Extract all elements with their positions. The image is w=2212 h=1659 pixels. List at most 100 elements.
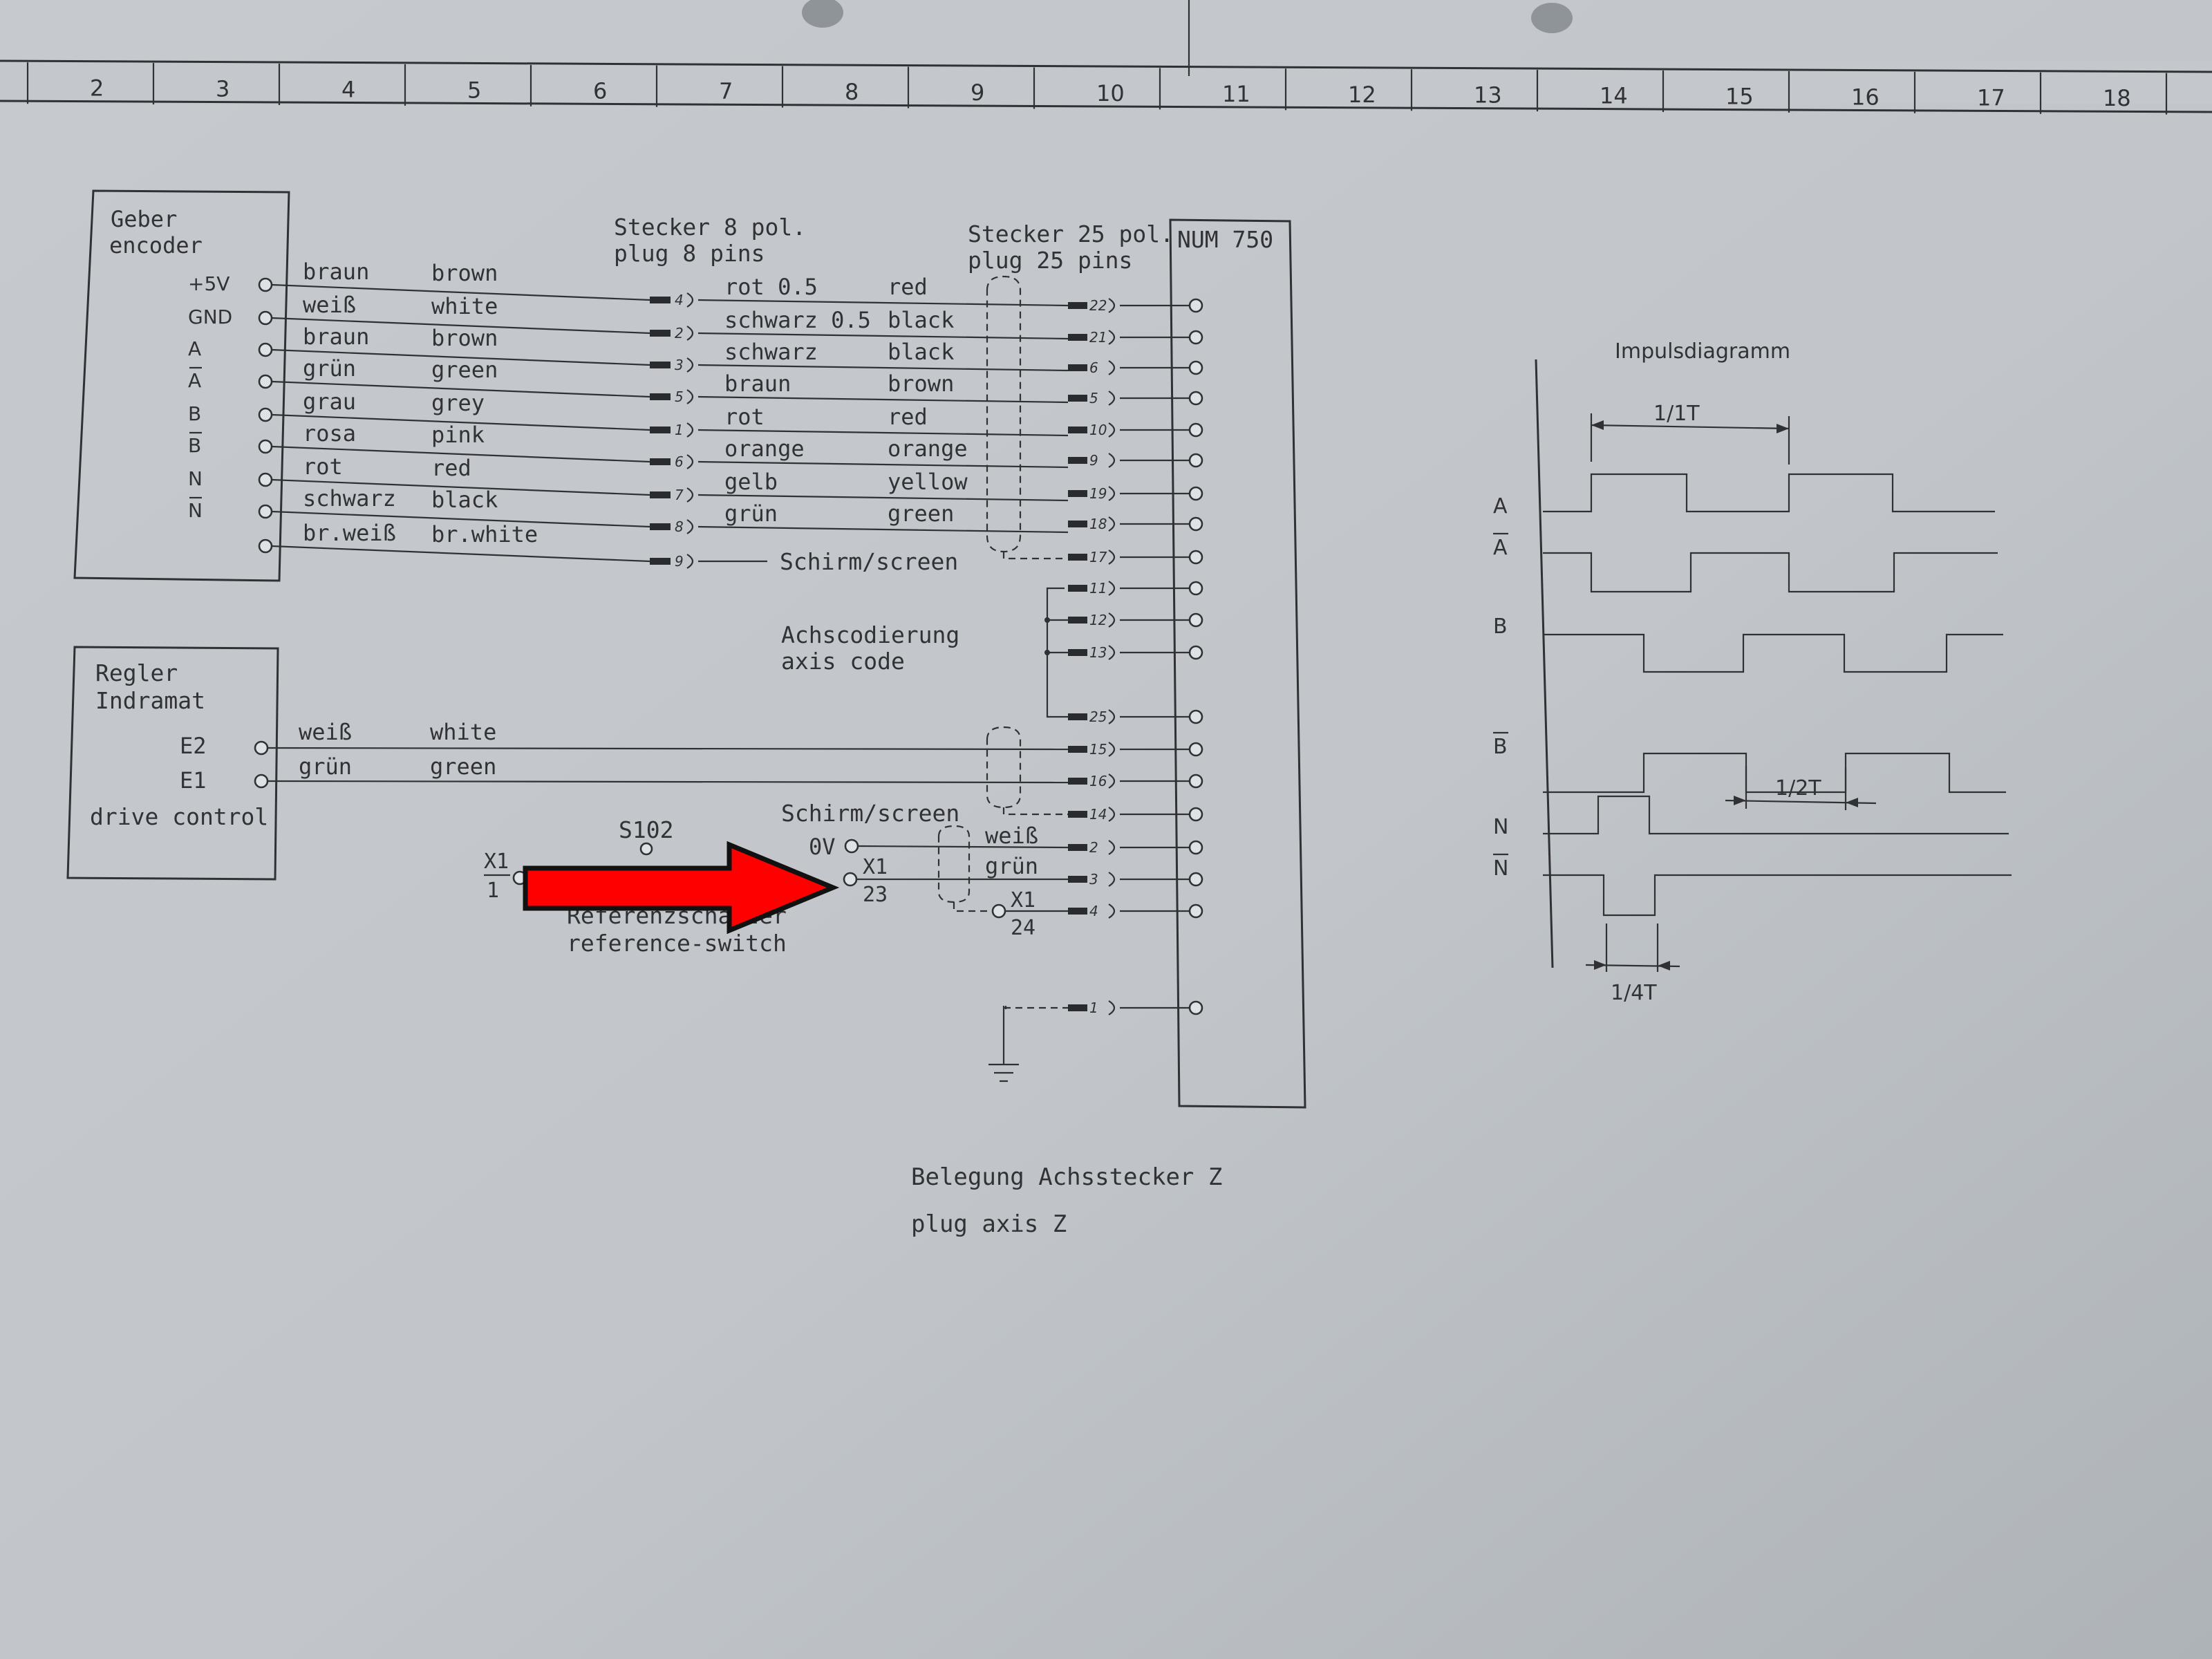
num-terminal: [1188, 612, 1203, 628]
encoder-signal-label: GND: [188, 306, 232, 328]
plug25-pin-bar: [1068, 1004, 1087, 1011]
plug25-socket: [1108, 550, 1116, 565]
plug25-pin-bar: [1068, 395, 1087, 402]
encoder-signal-label: A: [188, 337, 201, 360]
shield-lead: [1002, 552, 1065, 560]
plug8-socket: [686, 326, 694, 341]
plug25-socket: [1108, 360, 1116, 375]
pulse-signal-label: B: [1493, 615, 1508, 639]
regler-wire2-en: green: [430, 753, 496, 780]
plug25-pin-bar: [1068, 457, 1087, 464]
plug8-pin-bar: [650, 330, 671, 337]
plug8-pin-bar: [650, 362, 671, 368]
pulse-trace: [1543, 795, 2009, 835]
pulse-signal-label: N: [1493, 815, 1508, 839]
plug8-pin-number: 5: [675, 388, 684, 405]
encoder-wire-de: weiß: [303, 292, 356, 318]
plug8-socket: [686, 554, 694, 569]
cable-wire-de: gelb: [724, 469, 778, 495]
plug8-title-de: Stecker 8 pol.: [614, 214, 806, 241]
num-terminal: [1188, 840, 1203, 855]
x1-pin-23: 23: [863, 883, 888, 907]
plug25-pin-number: 16: [1089, 773, 1107, 789]
plug8-pin-bar: [650, 558, 671, 565]
encoder-terminal: [258, 374, 273, 389]
plug8-socket: [686, 519, 694, 534]
cable-wire-en: red: [888, 274, 928, 300]
cable-wire: [697, 364, 1069, 372]
encoder-terminal: [258, 504, 273, 519]
cable-wire: [697, 299, 1069, 307]
cable-wire-en: brown: [888, 371, 954, 397]
plug25-socket: [1108, 903, 1116, 919]
cable-wire-de: braun: [724, 371, 791, 397]
cable-wire-en: yellow: [888, 469, 968, 495]
ref-screen-label: Schirm/screen: [781, 800, 959, 827]
plug25-pin-number: 13: [1089, 644, 1107, 661]
plug25-socket: [1108, 774, 1116, 789]
plug25-socket: [1108, 645, 1116, 660]
plug25-socket: [1108, 1000, 1116, 1015]
ruler-number: 8: [845, 79, 859, 105]
regler-wire1-en: white: [430, 719, 496, 745]
regler-wire1-de: weiß: [299, 719, 352, 745]
axis-code-jumpers: Achscodierung axis code: [781, 587, 1070, 718]
ref-wire1: weiß: [985, 823, 1038, 849]
pulse-signal-label: A: [1493, 494, 1508, 518]
ref-0v: 0V: [809, 834, 836, 860]
plug25-socket: [1108, 840, 1116, 855]
plug25-pin-number: 15: [1089, 741, 1107, 758]
plug25-pin-bar: [1068, 649, 1087, 656]
plug8-socket: [686, 487, 694, 503]
plug25-pin-number: 10: [1089, 422, 1107, 438]
encoder-terminal: [258, 277, 273, 292]
ruler-number: 12: [1348, 82, 1376, 108]
encoder-wire: [271, 445, 650, 463]
ruler-number: 10: [1096, 80, 1125, 106]
encoder-signal-label: A: [188, 369, 201, 392]
plug25-socket: [1108, 742, 1116, 757]
plug25-socket: [1108, 709, 1116, 724]
plug25-pin-bar: [1068, 554, 1087, 561]
plug25-socket: [1108, 612, 1116, 628]
num-750-box: NUM 750: [1169, 218, 1306, 1109]
num-terminal: [1188, 774, 1203, 789]
plug25-pin-number: 22: [1089, 297, 1107, 314]
cable-wire: [697, 525, 1069, 534]
ruler-number: 16: [1851, 84, 1880, 110]
cable-wire-en: green: [888, 500, 954, 527]
encoder-wire: [271, 283, 650, 301]
plug25-pin-bar: [1068, 521, 1087, 527]
regler-terminal-e1: E1: [180, 767, 207, 794]
num-title: NUM 750: [1177, 226, 1273, 253]
ruler-number: 11: [1222, 81, 1250, 107]
num-terminal: [1188, 360, 1203, 375]
plug8-pin-bar: [650, 427, 671, 433]
cable-wire-de: schwarz: [724, 339, 818, 365]
encoder-wire: [271, 478, 650, 496]
caption-line2: plug axis Z: [911, 1210, 1067, 1238]
plug8-pin-number: 9: [675, 553, 684, 570]
plug8-socket: [686, 292, 694, 308]
ruler-number: 5: [467, 77, 481, 103]
plug8-pin-number: 6: [675, 453, 684, 470]
plug25-pin-number: 6: [1089, 359, 1098, 376]
encoder-terminal: [258, 310, 273, 326]
encoder-title-de: Geber: [111, 206, 177, 232]
pulse-title: Impulsdiagramm: [1615, 339, 1790, 364]
regler-title-de2: Indramat: [95, 687, 205, 714]
pulse-signal-label: B: [1493, 735, 1508, 759]
drive-control-box: Regler Indramat drive control E2 E1 weiß…: [66, 646, 1069, 881]
ruler-number: 15: [1725, 83, 1754, 109]
plug25-pin-number: 9: [1089, 452, 1098, 469]
plug25-pin-number: 1: [1089, 1000, 1098, 1016]
num-terminal: [1188, 486, 1203, 501]
encoder-wire: [271, 545, 650, 563]
num-terminal: [1188, 330, 1203, 345]
num-terminal: [1188, 903, 1203, 919]
plug25-pin-bar: [1068, 617, 1087, 624]
pulse-signal-label: A: [1493, 536, 1508, 560]
encoder-terminal: [258, 538, 273, 554]
